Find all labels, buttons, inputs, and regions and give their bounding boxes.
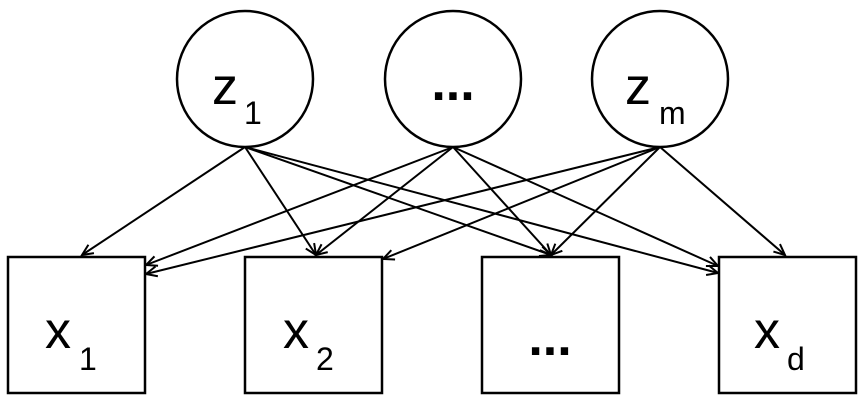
latent-node-zm: z m bbox=[590, 9, 730, 149]
edge-z1-to-x2 bbox=[244, 146, 316, 255]
node-label-zm: z bbox=[625, 58, 651, 116]
edge-z1-to-xdots bbox=[244, 146, 551, 255]
node-subscript-zm: m bbox=[659, 95, 686, 131]
edge-zm-to-x2 bbox=[383, 146, 661, 259]
node-subscript-z1: 1 bbox=[244, 95, 262, 131]
edge-z1-to-x1 bbox=[82, 146, 246, 255]
observed-node-x1: x 1 bbox=[6, 255, 147, 395]
edge-zdots-to-xd bbox=[452, 146, 718, 266]
edge-zm-to-xd bbox=[659, 146, 785, 255]
latent-node-dots: ... bbox=[383, 9, 523, 149]
node-label-x2: x bbox=[283, 302, 309, 360]
node-label-z1: z bbox=[212, 58, 238, 116]
latent-node-z1: z 1 bbox=[175, 9, 315, 149]
edge-zdots-to-xdots bbox=[452, 146, 551, 255]
edge-zm-to-x1 bbox=[146, 146, 661, 274]
node-label-x1: x bbox=[45, 302, 71, 360]
node-subscript-x2: 2 bbox=[316, 341, 334, 377]
edge-zm-to-xdots bbox=[551, 146, 661, 255]
edge-zdots-to-x1 bbox=[146, 146, 454, 265]
edges bbox=[82, 146, 785, 274]
node-subscript-x1: 1 bbox=[79, 341, 97, 377]
observed-node-dots: ... bbox=[480, 255, 621, 395]
observed-node-x2: x 2 bbox=[243, 255, 384, 395]
edge-zdots-to-x2 bbox=[316, 146, 454, 255]
node-label-zdots: ... bbox=[431, 54, 474, 112]
node-subscript-xd: d bbox=[787, 341, 805, 377]
node-label-xd: x bbox=[754, 302, 780, 360]
observed-node-xd: x d bbox=[717, 255, 858, 395]
edge-z1-to-xd bbox=[244, 146, 718, 273]
node-label-xdots: ... bbox=[528, 309, 571, 367]
